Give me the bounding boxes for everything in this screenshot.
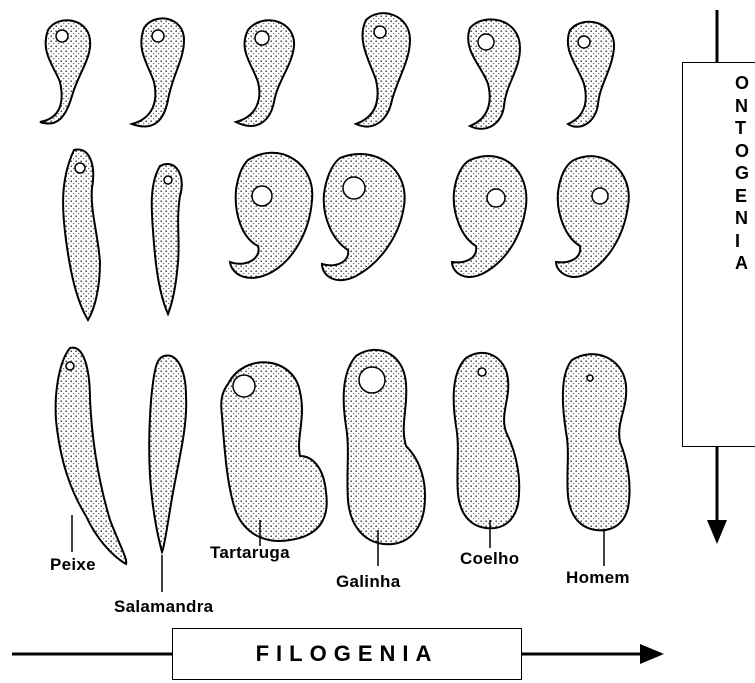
- embryo-row-early: [40, 13, 614, 129]
- ontogeny-label: O N T O G E N I A: [735, 72, 755, 275]
- ontogeny-letter: I: [735, 230, 755, 253]
- label-human: Homem: [566, 568, 630, 588]
- salamander-embryo-late: [149, 355, 186, 552]
- label-chicken: Galinha: [336, 572, 400, 592]
- rabbit-embryo-early: [468, 19, 520, 128]
- rabbit-embryo-middle: [452, 156, 526, 277]
- ontogeny-letter: E: [735, 185, 755, 208]
- rabbit-embryo-late: [454, 353, 520, 528]
- ontogeny-letter: O: [735, 140, 755, 163]
- fish-embryo-middle: [63, 149, 100, 320]
- ontogeny-letter: O: [735, 72, 755, 95]
- label-rabbit: Coelho: [460, 549, 519, 569]
- fish-embryo-late: [56, 348, 127, 564]
- embryo-row-late-eyes: [66, 362, 593, 397]
- ontogeny-letter: G: [735, 162, 755, 185]
- ontogeny-letter: A: [735, 252, 755, 275]
- embryo-row-late: [56, 348, 630, 564]
- label-fish: Peixe: [50, 555, 96, 575]
- salamander-embryo-middle: [152, 164, 182, 314]
- label-salamander: Salamandra: [114, 597, 213, 617]
- ontogeny-letter: N: [735, 207, 755, 230]
- chicken-embryo-middle: [322, 154, 405, 280]
- turtle-embryo-middle: [230, 153, 312, 278]
- phylogeny-label: FILOGENIA: [256, 641, 439, 667]
- ontogeny-letter: N: [735, 95, 755, 118]
- embryo-row-middle: [63, 149, 629, 320]
- human-embryo-middle: [556, 156, 629, 277]
- human-embryo-late: [563, 354, 630, 530]
- human-embryo-early: [568, 22, 614, 127]
- ontogeny-letter: T: [735, 117, 755, 140]
- phylogeny-label-box: FILOGENIA: [172, 628, 522, 680]
- label-turtle: Tartaruga: [210, 543, 290, 563]
